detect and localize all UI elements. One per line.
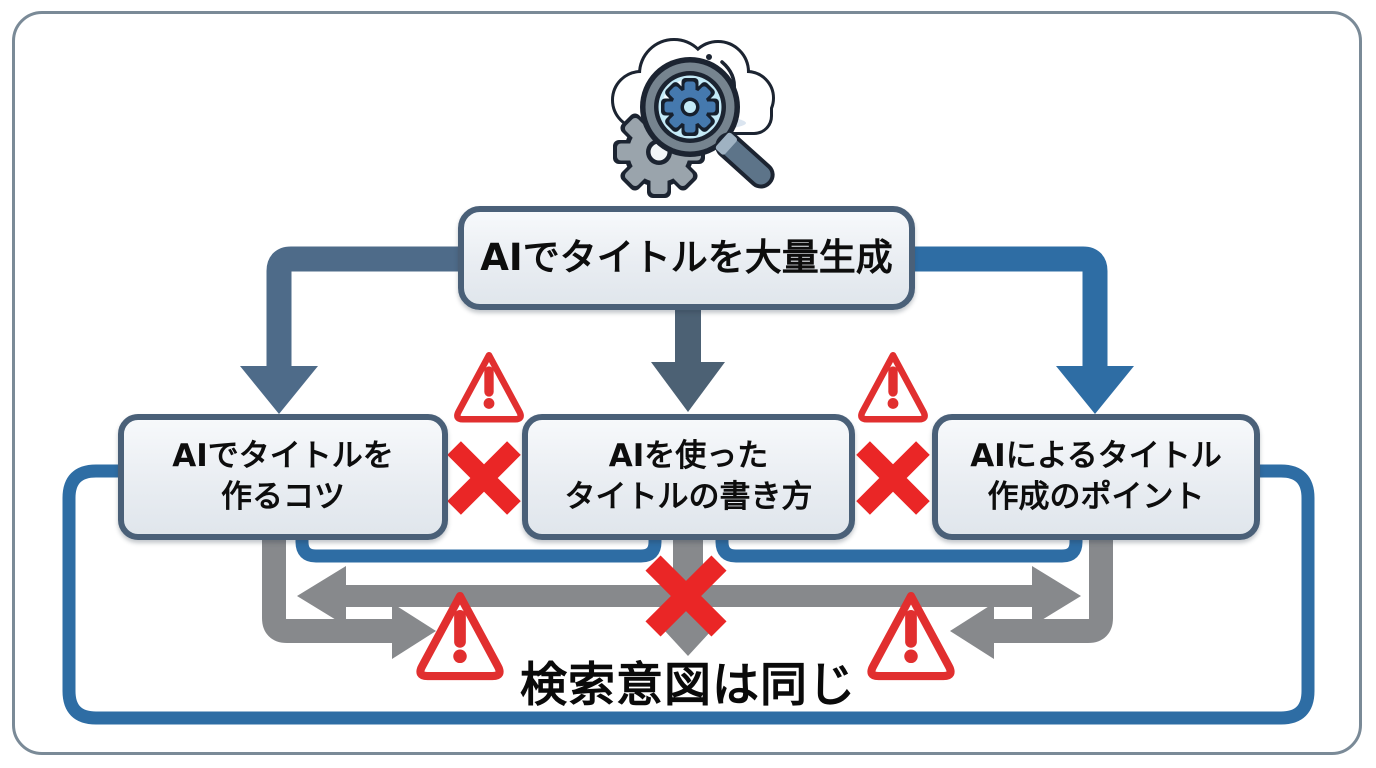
cycle-loop-connector xyxy=(62,464,1315,725)
conclusion-label: 検索意図は同じ xyxy=(520,658,856,713)
cross-left-middle-icon xyxy=(454,448,514,508)
node-root-label: AIでタイトルを大量生成 xyxy=(480,235,893,279)
node-title-left-line1: AIでタイトルを xyxy=(172,438,394,475)
node-title-middle-line2: タイトルの書き方 xyxy=(564,479,813,515)
warning-left-top-icon xyxy=(457,355,520,419)
node-title-middle-line1: AIを使った xyxy=(608,438,769,475)
arrow-top-to-left xyxy=(240,246,460,414)
arrow-top-to-middle xyxy=(651,306,725,412)
node-title-left: AIでタイトルを 作るコツ xyxy=(118,414,448,540)
warning-right-top-icon xyxy=(861,355,924,419)
arrow-left-elbow xyxy=(262,537,436,659)
node-title-right-line1: AIによるタイトル xyxy=(970,438,1222,475)
arrow-top-to-right xyxy=(913,246,1134,414)
outer-border-frame xyxy=(12,11,1362,755)
bracket-middle-right xyxy=(715,537,1083,563)
cloud-search-gear-icon xyxy=(611,38,775,198)
node-title-right-line2: 作成のポイント xyxy=(987,479,1205,515)
node-title-middle: AIを使った タイトルの書き方 xyxy=(522,414,855,540)
arrow-right-elbow xyxy=(950,537,1113,659)
node-root: AIでタイトルを大量生成 xyxy=(458,206,915,310)
node-title-right: AIによるタイトル 作成のポイント xyxy=(932,414,1260,540)
node-title-left-line2: 作るコツ xyxy=(221,479,345,515)
cross-middle-right-icon xyxy=(863,448,923,508)
bracket-left-middle xyxy=(295,537,662,563)
